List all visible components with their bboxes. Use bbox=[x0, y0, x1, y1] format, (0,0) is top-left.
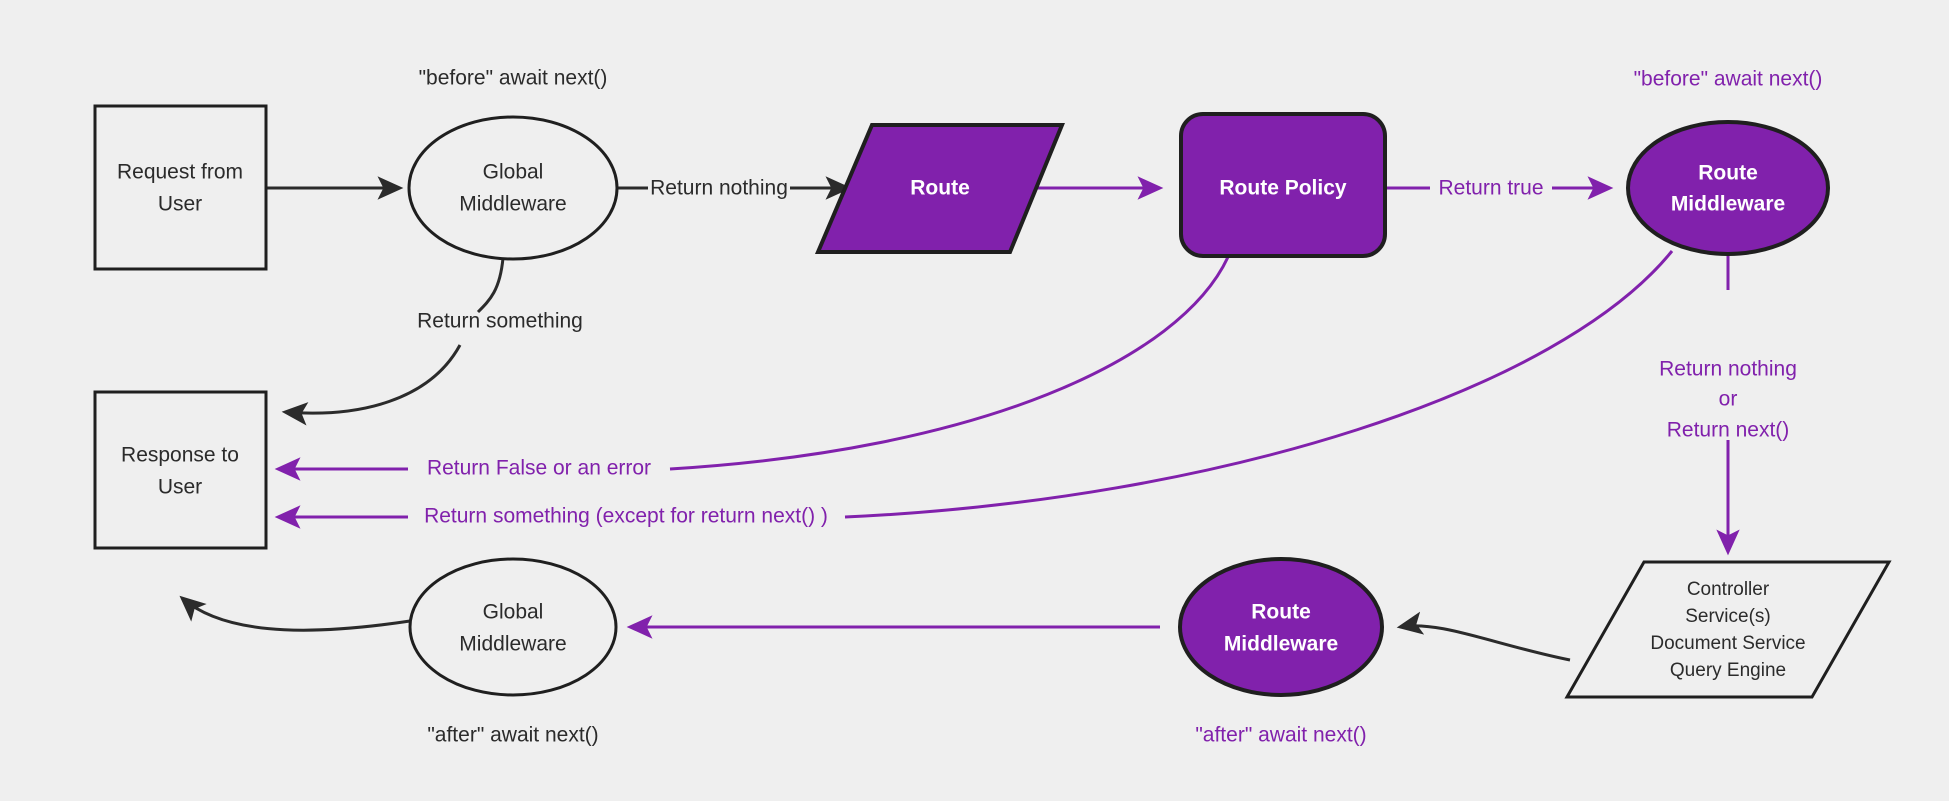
route-middleware-bottom-label-line2: Middleware bbox=[1224, 633, 1338, 656]
request-box-shape bbox=[93, 104, 268, 271]
response-box-shape bbox=[93, 390, 268, 550]
edge-label-return-something-except: Return something (except for return next… bbox=[424, 505, 828, 528]
node-global-middleware-bottom[interactable]: Global Middleware bbox=[408, 557, 618, 697]
global-middleware-bottom-shape bbox=[408, 557, 618, 697]
edge-controller-to-route-middleware-bottom bbox=[1396, 611, 1571, 662]
route-label: Route bbox=[910, 177, 970, 200]
edge-global-return-something-upper bbox=[476, 257, 505, 314]
node-route-middleware-top[interactable]: Route Middleware bbox=[1626, 120, 1830, 256]
route-middleware-bottom-shape bbox=[1178, 557, 1384, 697]
annotation-before-await-route: "before" await next() bbox=[1634, 68, 1823, 91]
route-shape bbox=[814, 123, 1065, 254]
edge-label-return-nothing-or-next-line1: Return nothing bbox=[1659, 358, 1797, 381]
route-middleware-top-label-line1: Route bbox=[1698, 162, 1758, 185]
controller-label-line4: Query Engine bbox=[1670, 660, 1786, 681]
response-label-line1: Response to bbox=[121, 444, 239, 467]
route-middleware-top-shape bbox=[1626, 120, 1830, 256]
node-response-to-user[interactable]: Response to User bbox=[93, 390, 268, 550]
node-request-from-user[interactable]: Request from User bbox=[93, 104, 268, 271]
controller-label-line3: Document Service bbox=[1650, 633, 1805, 654]
request-label-line2: User bbox=[158, 193, 202, 216]
request-label-line1: Request from bbox=[117, 161, 243, 184]
node-route-policy[interactable]: Route Policy bbox=[1179, 112, 1387, 258]
edge-policy-return-false-curve bbox=[669, 256, 1230, 471]
route-policy-shape bbox=[1179, 112, 1387, 258]
annotation-before-await-global: "before" await next() bbox=[419, 67, 608, 90]
global-middleware-bottom-label-line2: Middleware bbox=[459, 633, 566, 656]
annotation-after-await-global: "after" await next() bbox=[427, 724, 598, 747]
controller-label-line2: Service(s) bbox=[1685, 606, 1771, 627]
edge-label-return-false-or-error: Return False or an error bbox=[427, 457, 651, 480]
edge-label-return-nothing-global: Return nothing bbox=[650, 177, 788, 200]
global-middleware-bottom-label-line1: Global bbox=[483, 601, 544, 624]
global-middleware-top-shape bbox=[407, 115, 619, 261]
global-middleware-top-label-line1: Global bbox=[483, 161, 544, 184]
route-middleware-top-label-line2: Middleware bbox=[1671, 193, 1785, 216]
edge-label-return-nothing-or-next-line3: Return next() bbox=[1667, 419, 1790, 442]
route-policy-label: Route Policy bbox=[1219, 177, 1347, 200]
edge-global-mw-bottom-to-response bbox=[179, 595, 411, 632]
global-middleware-top-label-line2: Middleware bbox=[459, 193, 566, 216]
controller-shape bbox=[1564, 560, 1892, 699]
node-global-middleware-top[interactable]: Global Middleware bbox=[407, 115, 619, 261]
node-route-middleware-bottom[interactable]: Route Middleware bbox=[1178, 557, 1384, 697]
edge-label-return-true: Return true bbox=[1438, 177, 1543, 200]
node-route[interactable]: Route bbox=[814, 123, 1065, 254]
edge-label-return-something-global: Return something bbox=[417, 310, 583, 333]
route-middleware-bottom-label-line1: Route bbox=[1251, 601, 1311, 624]
annotation-after-await-route: "after" await next() bbox=[1195, 724, 1366, 747]
edge-label-return-nothing-or-next-line2: or bbox=[1719, 388, 1738, 411]
node-controller-services[interactable]: Controller Service(s) Document Service Q… bbox=[1564, 560, 1892, 699]
edge-rm-return-something-curve bbox=[844, 250, 1674, 519]
response-label-line2: User bbox=[158, 476, 202, 499]
edge-global-return-something-lower bbox=[281, 344, 462, 426]
controller-label-line1: Controller bbox=[1687, 579, 1770, 600]
